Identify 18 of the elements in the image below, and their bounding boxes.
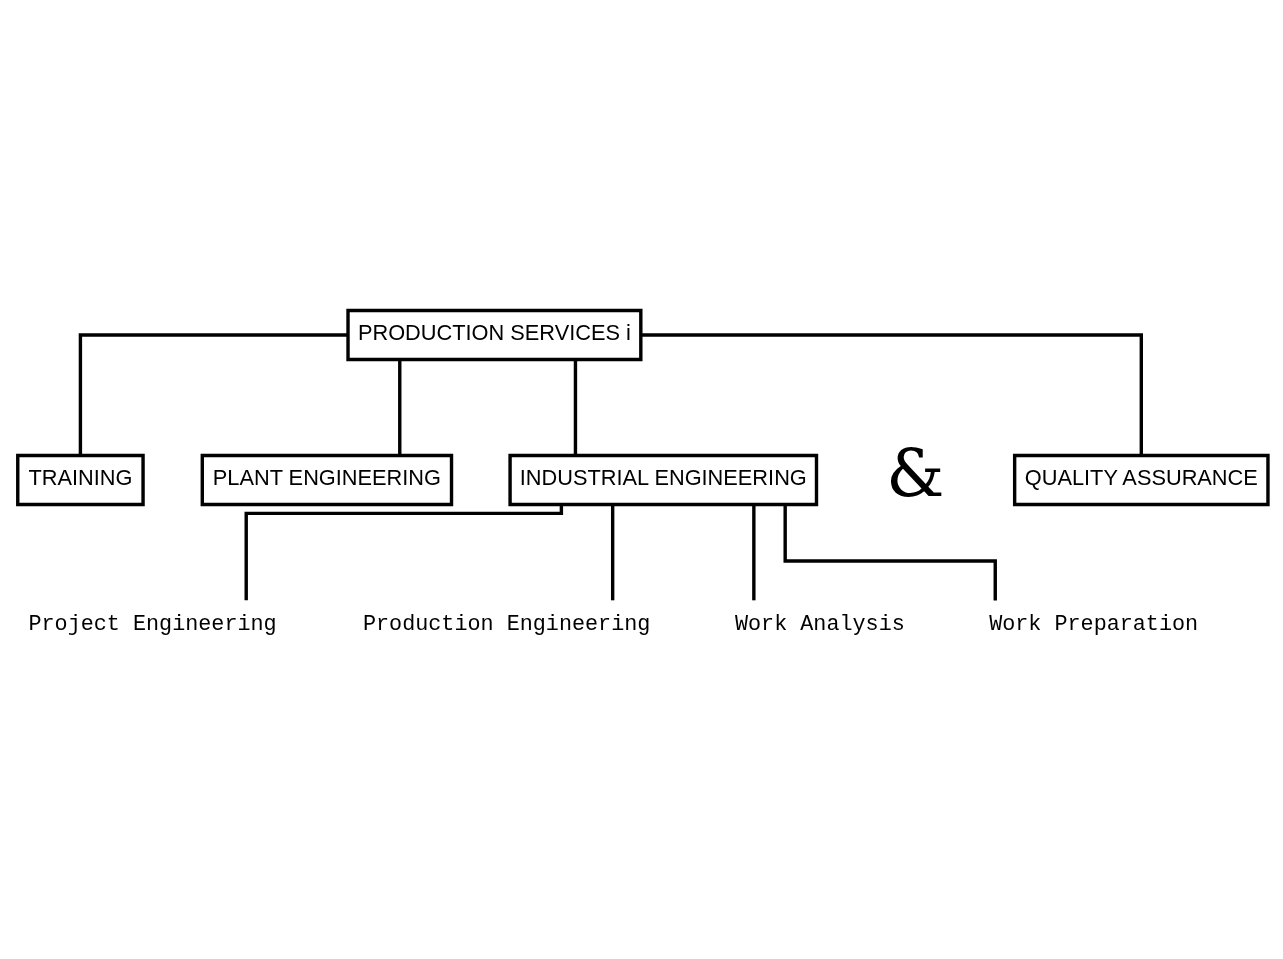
node-text: Project Engineering	[28, 611, 277, 637]
node-text: Work Preparation	[989, 611, 1199, 637]
node-box: PRODUCTION SERVICES i	[346, 308, 643, 361]
node-box: INDUSTRIAL ENGINEERING	[508, 453, 819, 506]
connector	[752, 504, 756, 600]
connector	[610, 504, 615, 600]
node-box: TRAINING	[16, 453, 145, 506]
connector	[641, 332, 1143, 455]
connector	[244, 504, 564, 600]
node-text: Work Analysis	[735, 611, 905, 637]
node-text: Production Engineering	[363, 611, 651, 637]
node-box: QUALITY ASSURANCE	[1012, 453, 1270, 506]
connector	[573, 359, 578, 455]
connector	[78, 332, 348, 455]
label: &	[886, 434, 945, 511]
connector	[398, 359, 402, 455]
node-box: PLANT ENGINEERING	[200, 453, 454, 506]
connector	[783, 504, 997, 600]
